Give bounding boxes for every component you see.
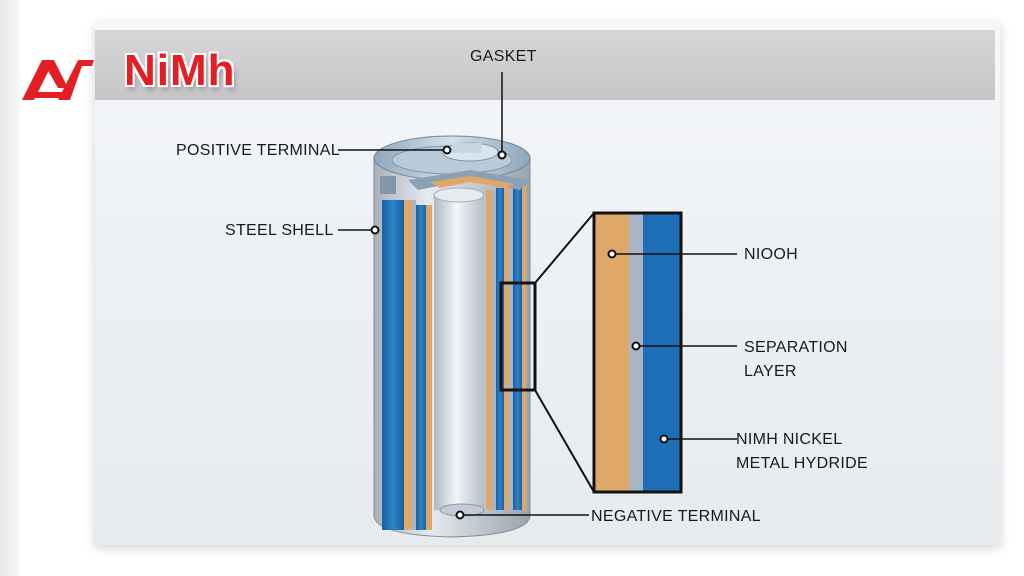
- outer-electrode-layers: [382, 200, 432, 530]
- central-core: [433, 187, 485, 517]
- niooh-layer: [594, 213, 629, 492]
- leader-lines: [338, 72, 737, 516]
- zoom-source-box: [499, 281, 537, 392]
- left-margin-strip: [0, 0, 20, 576]
- page-title: NiMh: [124, 46, 236, 95]
- leader-dots: [370, 145, 669, 520]
- zoom-detail-panel: [592, 211, 683, 494]
- separator-layer: [629, 213, 643, 492]
- label-separation-line2: LAYER: [744, 363, 797, 380]
- label-steel-shell: STEEL SHELL: [225, 222, 334, 239]
- label-positive-terminal: POSITIVE TERMINAL: [176, 142, 340, 159]
- top-cap-assembly: [380, 142, 530, 194]
- content-card: [95, 22, 1000, 545]
- inner-electrode-layers: [486, 186, 526, 510]
- brand-logo-icon: [20, 52, 96, 104]
- label-negative-terminal: NEGATIVE TERMINAL: [591, 508, 761, 525]
- nimh-layer: [643, 213, 681, 492]
- label-nimh-line1: NIMH NICKEL: [736, 431, 843, 448]
- label-nimh-line2: METAL HYDRIDE: [736, 455, 868, 472]
- label-niooh: NIOOH: [744, 246, 798, 263]
- header-bar: [95, 30, 995, 100]
- label-gasket: GASKET: [470, 48, 537, 65]
- label-separation-line1: SEPARATION: [744, 339, 848, 356]
